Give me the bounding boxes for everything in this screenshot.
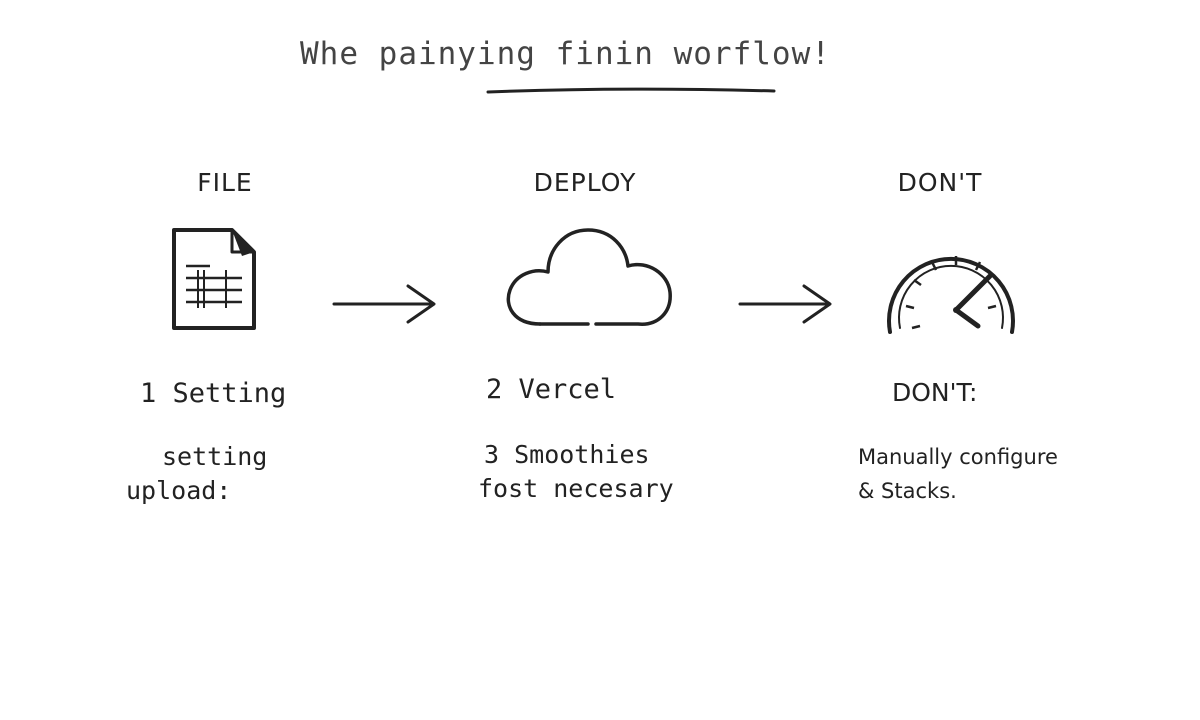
column-heading-file: FILE (197, 168, 253, 197)
column-heading-dont: DON'T (897, 168, 983, 197)
arrow-right-icon (332, 284, 436, 324)
step-label-dont: DON'T: (892, 378, 978, 407)
column-heading-deploy: DEPLOY (533, 168, 637, 197)
note-line: upload: (126, 476, 232, 505)
title-underline (486, 87, 776, 94)
note-line: 3 Smoothies (484, 440, 650, 469)
arrow-right-icon (738, 284, 832, 324)
note-line: fost necesary (478, 474, 674, 503)
step-note-dont: Manually configure & Stacks. (858, 440, 1058, 508)
step-note-file: setting upload: (126, 440, 267, 508)
step-label-file: 1 Setting (140, 378, 287, 409)
document-icon (172, 228, 256, 330)
speedometer-icon (887, 256, 1015, 334)
step-label-deploy: 2 Vercel (486, 374, 617, 405)
step-note-deploy: 3 Smoothies fost necesary (478, 438, 674, 506)
diagram-title: Whe painying finin worflow! (300, 36, 831, 72)
note-line: Manually configure (858, 445, 1058, 469)
note-line: setting (162, 442, 268, 471)
note-line: & Stacks. (858, 479, 957, 503)
cloud-icon (506, 228, 672, 326)
